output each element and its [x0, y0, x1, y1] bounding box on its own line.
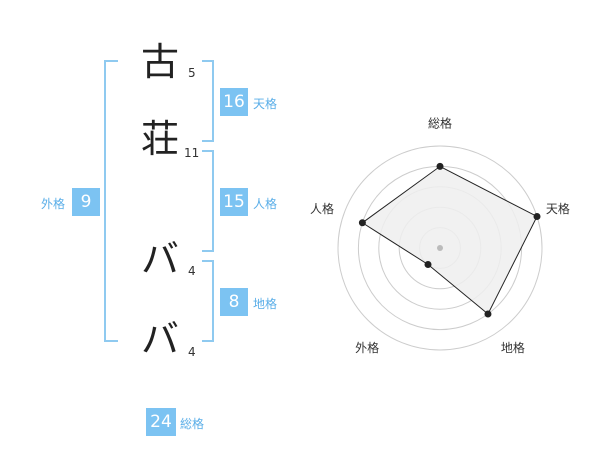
name-char-3: バ [141, 237, 180, 281]
tenkaku-bracket [202, 60, 214, 142]
radar-area [361, 165, 538, 315]
stroke-count-3: 4 [188, 264, 196, 278]
soukaku-value: 24 [146, 408, 176, 436]
radar-axis-label-4: 外格 [355, 340, 379, 355]
gaikaku-value: 9 [72, 188, 100, 216]
soukaku-label: 総格 [180, 417, 205, 431]
stroke-count-2: 11 [184, 146, 200, 160]
gaikaku-label: 外格 [41, 197, 66, 211]
radar-point-2 [533, 212, 541, 220]
stroke-count-1: 5 [188, 66, 196, 80]
jinkaku-label: 人格 [253, 197, 278, 211]
chikaku-label: 地格 [253, 297, 278, 311]
name-char-4: バ [141, 317, 180, 361]
radar-point-3 [484, 310, 492, 318]
radar-axis-label-2: 天格 [546, 201, 570, 216]
tenkaku-value: 16 [220, 88, 248, 116]
tenkaku-label: 天格 [253, 97, 278, 111]
radar-axis-label-3: 地格 [501, 340, 525, 355]
name-char-1: 古 [141, 40, 180, 84]
radar-point-4 [424, 261, 432, 269]
radar-point-1 [436, 162, 444, 170]
gaikaku-bracket [104, 60, 118, 342]
radar-ring [337, 145, 543, 351]
jinkaku-bracket [202, 150, 214, 252]
radar-center [437, 245, 443, 251]
radar-axis-label-5: 人格 [310, 201, 334, 216]
stroke-count-4: 4 [188, 345, 196, 359]
radar-points [358, 162, 541, 318]
chikaku-bracket [202, 260, 214, 342]
chikaku-value: 8 [220, 288, 248, 316]
jinkaku-value: 15 [220, 188, 248, 216]
name-char-2: 荘 [141, 117, 180, 161]
radar-point-5 [358, 219, 366, 227]
radar-axis-label-1: 総格 [428, 116, 452, 131]
